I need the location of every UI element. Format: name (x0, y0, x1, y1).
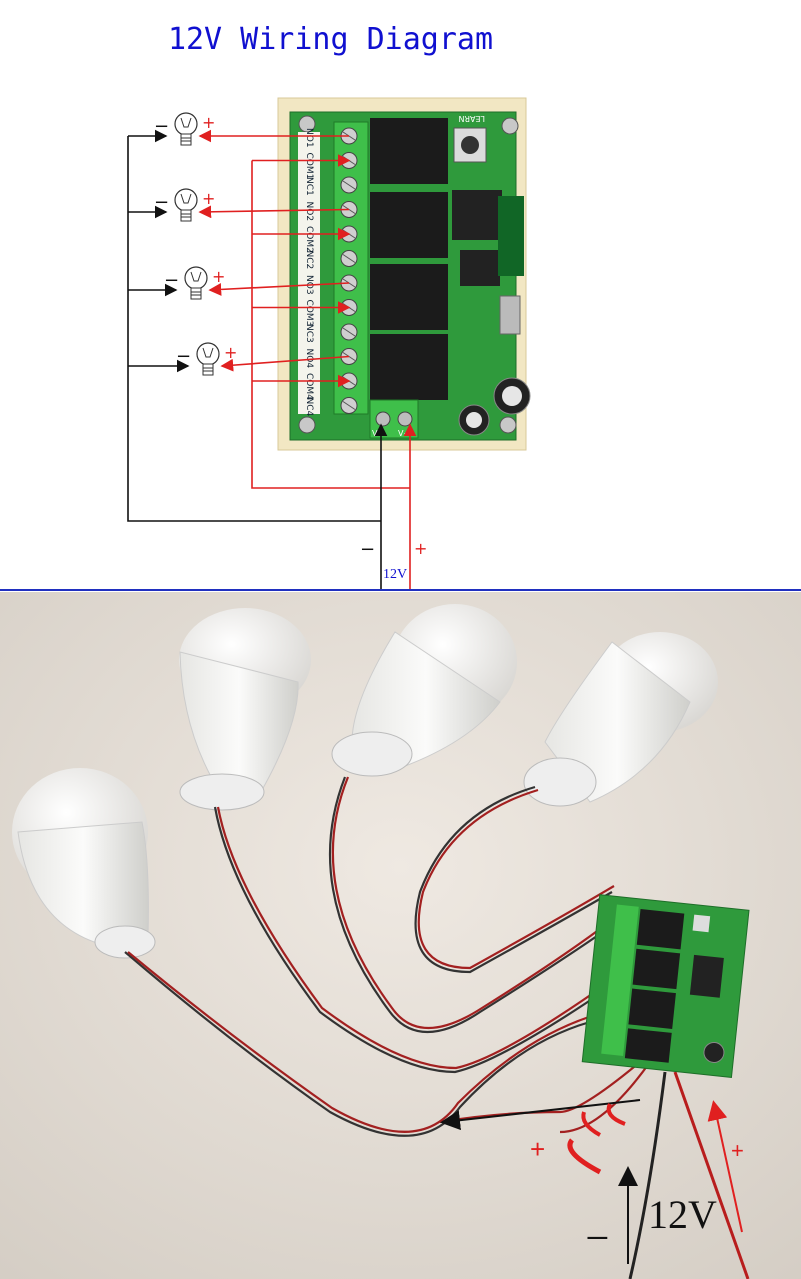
terminal-label-strip (298, 132, 320, 414)
lamp-positive-wire (198, 205, 350, 219)
photo-bulb-4 (523, 632, 718, 807)
lamp-negative-bus (127, 136, 381, 522)
lamp-icon (196, 342, 220, 376)
photo-relay-board (581, 894, 750, 1078)
power-terminal-vminus: V- (372, 429, 380, 438)
supply-voltage-label: 12V (383, 567, 407, 582)
diagram-title: 12V Wiring Diagram (167, 22, 494, 57)
terminal-label: COM3 (304, 300, 314, 327)
photo-annotations (440, 1099, 743, 1264)
lamp-plus-sign: + (212, 267, 225, 286)
relay-1 (370, 118, 448, 184)
photo-voltage: 12V (648, 1192, 717, 1237)
lamp-minus-sign: − (164, 270, 179, 291)
supply-minus-sign: − (360, 539, 375, 560)
learn-button-label: LEARN (458, 114, 485, 123)
photo-plus-left: + (530, 1134, 545, 1164)
ic-chip-2 (460, 250, 500, 286)
com-bus-wire (251, 160, 410, 489)
ic-chip-1 (452, 190, 502, 240)
lamp-minus-sign: − (176, 346, 191, 367)
photo-plus-right: + (731, 1138, 744, 1163)
learn-button (453, 127, 487, 163)
annotation-red-curve-2 (581, 1111, 601, 1137)
lamp-plus-sign: + (202, 189, 215, 208)
photo-cables (124, 776, 750, 1279)
lamp-icon (184, 266, 208, 300)
wiring-photo: + + _ 12V (0, 592, 801, 1279)
relay-3 (370, 264, 448, 330)
terminal-block (333, 121, 369, 415)
lamp-minus-sign: − (154, 116, 169, 137)
lamp-positive-wire (220, 355, 350, 372)
terminal-label: COM1 (304, 153, 314, 180)
photo-bulb-1 (12, 768, 156, 959)
receiver-module (498, 196, 524, 276)
terminal-label: NO1 (304, 128, 314, 148)
lamp-plus-sign: + (202, 113, 215, 132)
relay-2 (370, 192, 448, 258)
lamp-plus-sign: + (224, 343, 237, 362)
annotation-red-curve-3 (606, 1103, 626, 1126)
relay-4 (370, 334, 448, 400)
terminal-label: COM2 (304, 226, 314, 253)
annotation-black-arrow (440, 1099, 641, 1131)
lamp-icon (174, 112, 198, 146)
relay-board: LEARN V- V+ NO1COM1NC1NO2COM2NC2NO3COM3N… (277, 97, 531, 451)
terminal-label: NO4 (304, 349, 314, 369)
power-terminal-vplus: V+ (398, 429, 410, 438)
photo-bulb-2 (179, 608, 311, 811)
photo-minus: _ (587, 1202, 608, 1240)
terminal-label: NO2 (304, 202, 314, 222)
annotation-red-curve-1 (567, 1138, 602, 1175)
terminal-label: COM4 (304, 373, 314, 400)
lamp-positive-wire (208, 282, 350, 296)
photo-bulb-3 (331, 604, 517, 777)
wiring-diagram: LEARN V- V+ NO1COM1NC1NO2COM2NC2NO3COM3N… (0, 97, 801, 591)
annotation-plus-arrow (707, 1100, 743, 1233)
lamp-icon (174, 188, 198, 222)
lamp-minus-sign: − (154, 192, 169, 213)
crystal (499, 295, 521, 335)
terminal-label: NC3 (304, 324, 314, 343)
supply-plus-sign: + (414, 539, 427, 558)
terminal-label: NC2 (304, 251, 314, 270)
terminal-label: NC1 (304, 177, 314, 196)
terminal-label: NC4 (304, 398, 314, 417)
